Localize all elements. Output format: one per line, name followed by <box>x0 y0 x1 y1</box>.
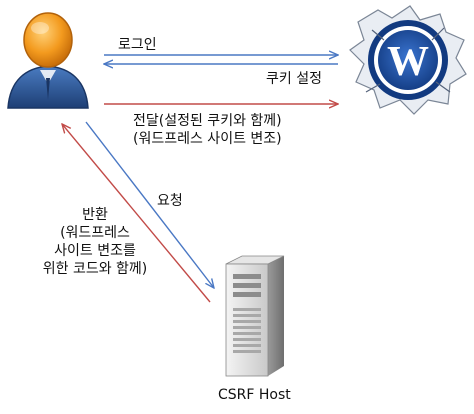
user-avatar-icon <box>7 12 89 109</box>
return-arrow <box>62 124 211 303</box>
csrf-host-label: CSRF Host <box>218 387 291 403</box>
login-label: 로그인 <box>118 37 157 53</box>
request-arrow <box>85 121 214 288</box>
forward-label-line1: 전달(설정된 쿠키와 함께) <box>133 113 282 129</box>
wordpress-logo-icon: W <box>349 5 467 115</box>
forward-label-line2: (워드프레스 사이트 변조) <box>133 131 282 147</box>
request-label: 요청 <box>157 193 183 209</box>
return-label-line1: 반환 <box>82 207 108 223</box>
return-label-line4: 위한 코드와 함께) <box>42 261 148 277</box>
cookie-set-label: 쿠키 설정 <box>266 71 322 87</box>
svg-text:W: W <box>387 39 429 85</box>
server-tower-icon <box>225 255 285 377</box>
return-label-line3: 사이트 변조를 <box>54 243 136 259</box>
return-label-line2: (워드프레스 <box>60 225 130 241</box>
